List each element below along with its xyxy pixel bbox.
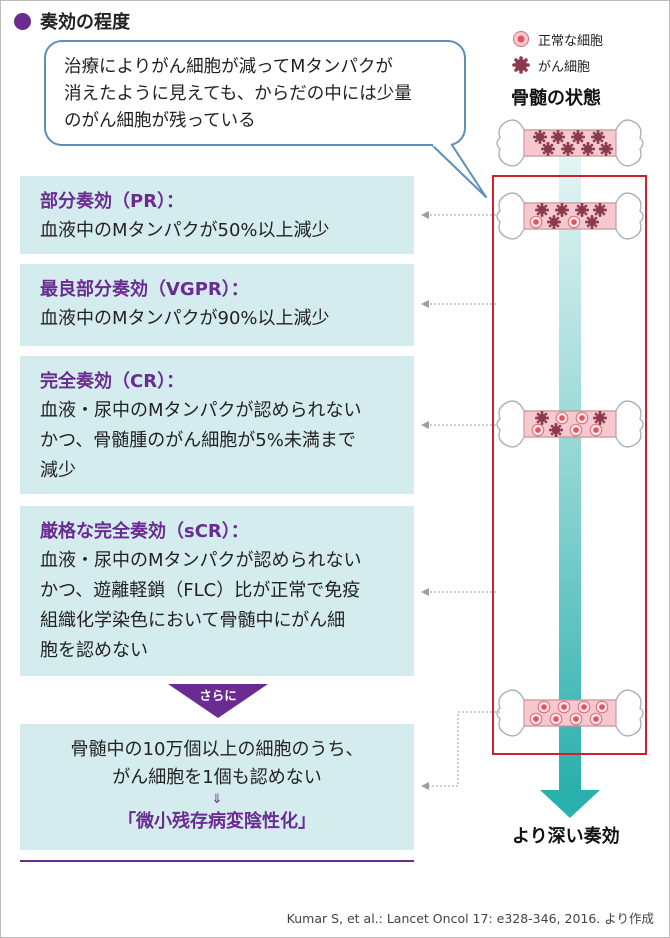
response-panel-vgpr: 最良部分奏効（VGPR）： 血液中のMタンパクが90%以上減少	[20, 264, 414, 346]
legend-item-cancer: がん細胞	[512, 52, 603, 78]
response-desc: 血液・尿中のMタンパクが認められない	[40, 550, 362, 571]
response-panel-scr: 厳格な完全奏効（sCR）： 血液・尿中のMタンパクが認められない かつ、遊離軽鎖…	[20, 506, 414, 676]
response-desc: かつ、遊離軽鎖（FLC）比が正常で免疫	[40, 580, 361, 601]
bubble-line: のがん細胞が残っている	[64, 111, 256, 131]
speech-bubble: 治療によりがん細胞が減ってMタンパクが 消えたように見えても、からだの中には少量…	[44, 40, 466, 146]
response-panel-pr: 部分奏効（PR）： 血液中のMタンパクが50%以上減少	[20, 176, 414, 254]
divider	[20, 860, 414, 862]
mrd-panel: 骨髄中の10万個以上の細胞のうち、 がん細胞を1個も認めない ⇓ 「微小残存病変…	[20, 724, 414, 850]
legend-label: がん細胞	[538, 59, 591, 75]
legend-label: 正常な細胞	[538, 33, 604, 49]
deeper-response-label: より深い奏効	[512, 826, 620, 847]
further-label: さらに	[199, 688, 237, 703]
response-title: 厳格な完全奏効（sCR）：	[40, 521, 249, 542]
normal-cell-icon	[513, 31, 529, 47]
depth-arrow-shaft	[559, 150, 581, 790]
down-arrow-icon	[540, 790, 600, 818]
section-heading: 奏効の程度	[14, 8, 130, 34]
section-heading-text: 奏効の程度	[40, 12, 130, 33]
mrd-line: 骨髄中の10万個以上の細胞のうち、	[70, 739, 364, 760]
response-desc: 減少	[40, 460, 76, 481]
legend: 正常な細胞 がん細胞	[512, 26, 603, 78]
marrow-state-title: 骨髄の状態	[511, 88, 601, 109]
connector-line	[428, 711, 500, 787]
cancer-cell-icon	[512, 56, 530, 74]
response-desc: 胞を認めない	[40, 640, 148, 661]
bubble-line: 治療によりがん細胞が減ってMタンパクが	[64, 57, 393, 77]
response-desc: 組織化学染色において骨髄中にがん細	[40, 610, 346, 631]
response-title: 最良部分奏効（VGPR）：	[40, 279, 249, 300]
response-title: 部分奏効（PR）：	[40, 191, 185, 212]
response-panel-cr: 完全奏効（CR）： 血液・尿中のMタンパクが認められない かつ、骨髄腫のがん細胞…	[20, 356, 414, 494]
further-arrow-icon	[168, 684, 268, 718]
response-desc: 血液中のMタンパクが50%以上減少	[40, 220, 330, 241]
response-desc: かつ、骨髄腫のがん細胞が5%未満まで	[40, 430, 356, 451]
mrd-term: 「微小残存病変陰性化」	[118, 811, 316, 832]
mrd-arrow-icon: ⇓	[211, 792, 223, 807]
mrd-line: がん細胞を1個も認めない	[112, 767, 322, 788]
bullet-dot-icon	[14, 12, 31, 30]
highlight-frame	[492, 175, 647, 755]
citation: Kumar S, et al.: Lancet Oncol 17: e328-3…	[286, 911, 654, 926]
bubble-line: 消えたように見えても、からだの中には少量	[64, 84, 412, 104]
legend-item-normal: 正常な細胞	[512, 26, 603, 52]
response-title: 完全奏効（CR）：	[40, 371, 185, 392]
response-desc: 血液・尿中のMタンパクが認められない	[40, 400, 362, 421]
response-desc: 血液中のMタンパクが90%以上減少	[40, 308, 330, 329]
